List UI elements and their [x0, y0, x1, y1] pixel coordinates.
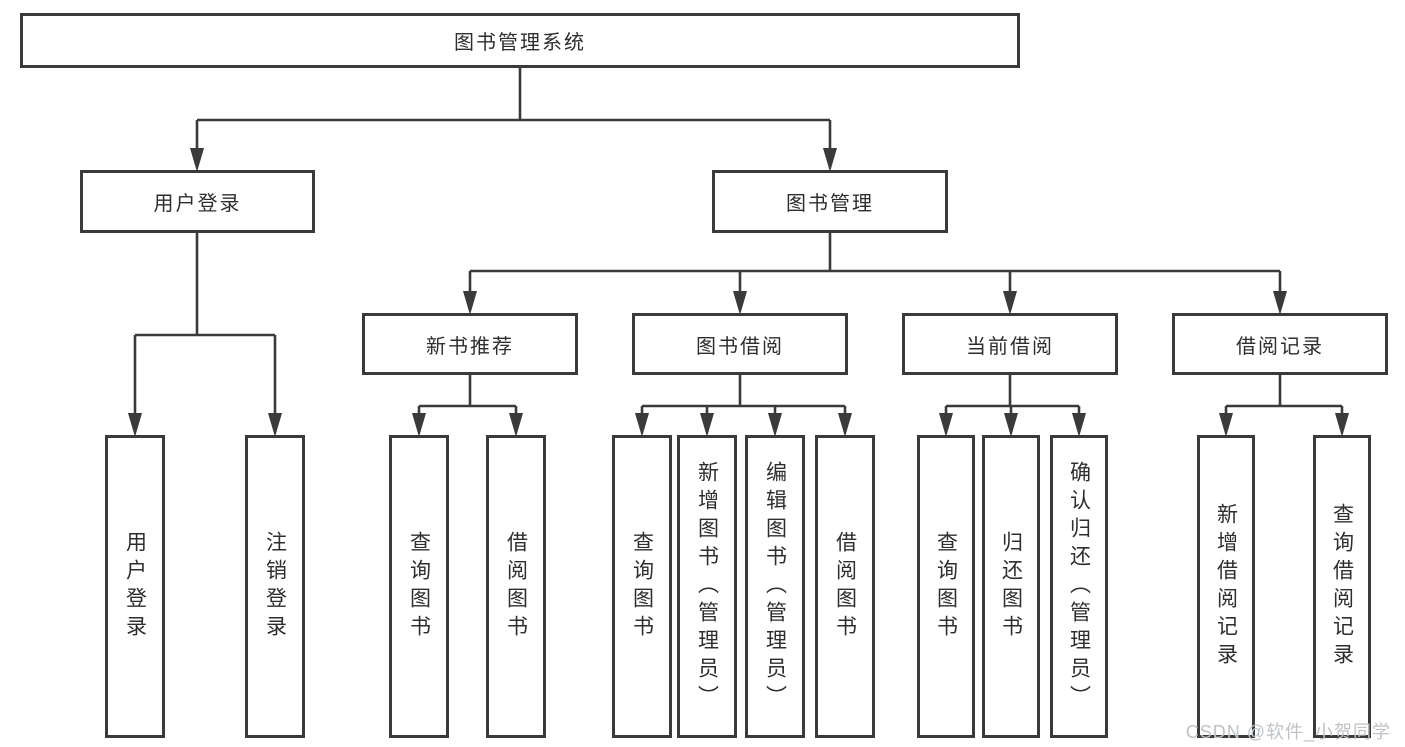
node-current-borrowing: 当前借阅 [902, 313, 1118, 375]
arrowhead [1219, 413, 1233, 437]
arrowhead [412, 413, 426, 437]
arrowhead [635, 413, 649, 437]
leaf-query-books: 查询图书 [389, 435, 449, 738]
arrowhead [768, 413, 782, 437]
arrowhead [1003, 291, 1017, 315]
node-new-book-recommend: 新书推荐 [362, 313, 578, 375]
leaf-user-login: 用户登录 [105, 435, 165, 738]
arrowhead [190, 148, 204, 172]
leaf-borrow-books-2: 借阅图书 [815, 435, 875, 738]
leaf-add-borrow-record: 新增借阅记录 [1197, 435, 1255, 738]
leaf-borrow-books: 借阅图书 [486, 435, 546, 738]
arrowhead [1335, 413, 1349, 437]
arrowhead [509, 413, 523, 437]
leaf-edit-books-admin: 编辑图书（管理员） [745, 435, 805, 738]
leaf-logout: 注销登录 [245, 435, 305, 738]
arrowhead [463, 291, 477, 315]
arrowhead [1004, 413, 1018, 437]
node-book-borrowing: 图书借阅 [632, 313, 848, 375]
arrowhead [823, 148, 837, 172]
leaf-add-books-admin: 新增图书（管理员） [677, 435, 737, 738]
leaf-query-books-3: 查询图书 [917, 435, 975, 738]
leaf-query-books-2: 查询图书 [612, 435, 672, 738]
node-book-management: 图书管理 [712, 170, 948, 233]
arrowhead [838, 413, 852, 437]
arrowhead [1273, 291, 1287, 315]
leaf-confirm-return-admin: 确认归还（管理员） [1050, 435, 1108, 738]
arrowhead [939, 413, 953, 437]
watermark: CSDN @软件_小贺同学 [1185, 722, 1391, 742]
node-user-login: 用户登录 [80, 170, 315, 233]
node-root: 图书管理系统 [20, 13, 1020, 68]
arrowhead [733, 291, 747, 315]
leaf-query-borrow-record: 查询借阅记录 [1313, 435, 1371, 738]
arrowhead [700, 413, 714, 437]
arrowhead [268, 413, 282, 437]
node-borrowing-records: 借阅记录 [1172, 313, 1388, 375]
arrowhead [128, 413, 142, 437]
leaf-return-books: 归还图书 [982, 435, 1040, 738]
arrowhead [1072, 413, 1086, 437]
